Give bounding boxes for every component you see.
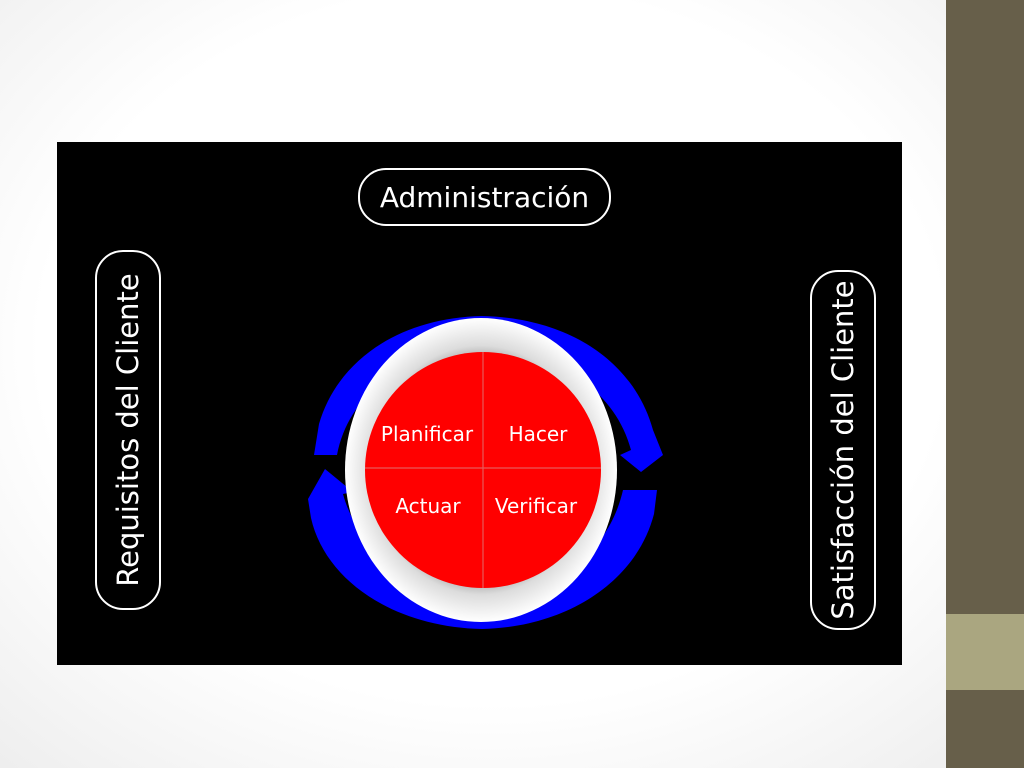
quadrant-do-label: Hacer [509, 422, 569, 446]
quadrant-act-label: Actuar [395, 494, 461, 518]
administration-pill: Administración [358, 168, 611, 226]
quadrant-plan-label: Planificar [381, 422, 474, 446]
quadrant-check-label: Verificar [495, 494, 578, 518]
diagram-panel: Administración Requisitos del Cliente Sa… [57, 142, 902, 665]
pdca-cycle: Planificar Hacer Actuar Verificar [308, 316, 663, 629]
cycle-arrow-bottom [308, 469, 657, 629]
side-bar-accent [946, 614, 1024, 690]
slide-side-bar [946, 0, 1024, 768]
